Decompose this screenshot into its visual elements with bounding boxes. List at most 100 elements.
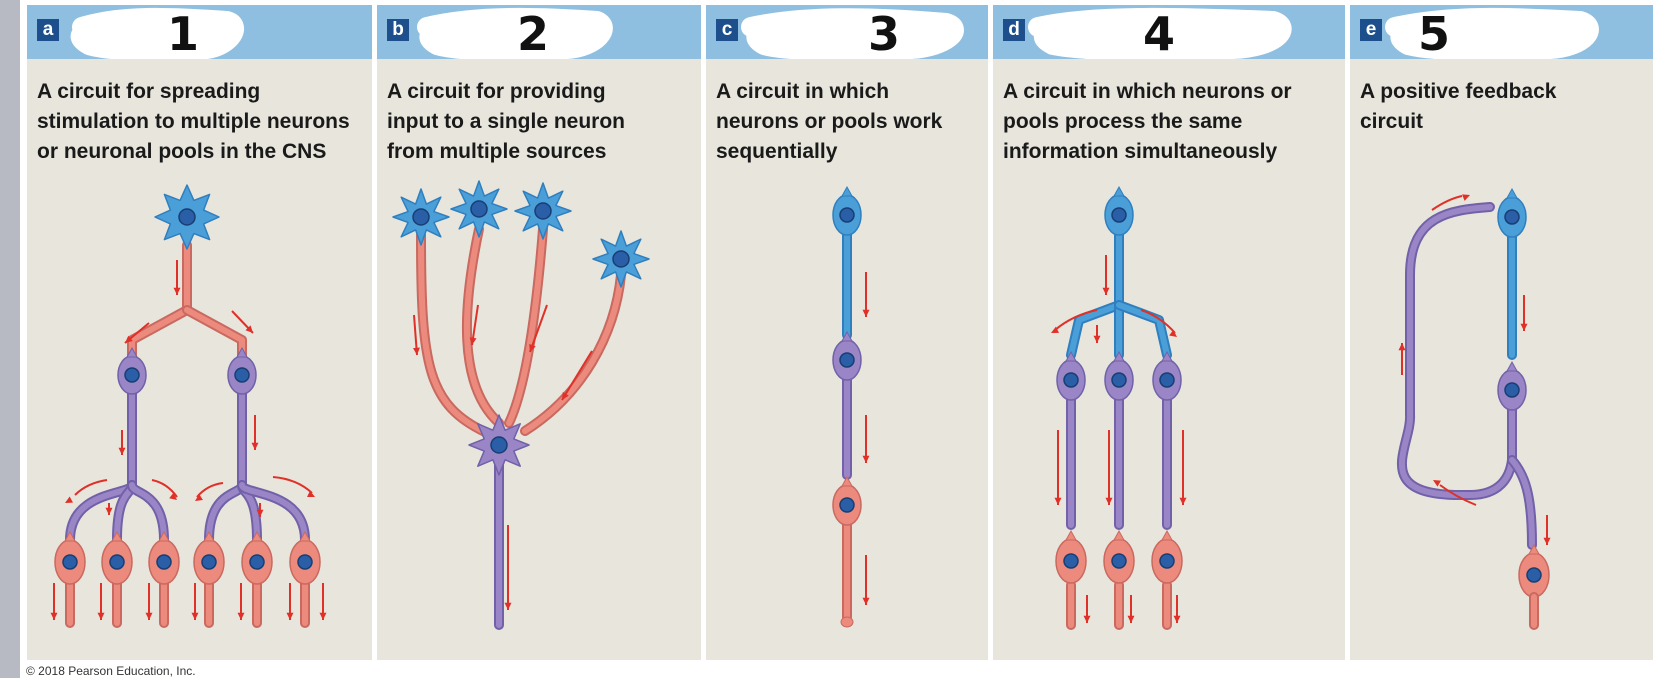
description-line: neurons or pools work xyxy=(716,110,943,133)
arrow-head xyxy=(1083,615,1091,623)
axon xyxy=(184,307,245,363)
arrow-head xyxy=(862,597,870,605)
signal-arrow xyxy=(529,304,548,353)
arrow-head xyxy=(1173,615,1181,623)
signal-arrow xyxy=(145,583,153,620)
arrow-shaft xyxy=(74,479,108,496)
nucleus xyxy=(839,497,855,513)
arrow-head xyxy=(191,612,199,620)
dendrite xyxy=(236,346,248,358)
convergence-circuit-diagram xyxy=(392,180,650,630)
signal-arrow xyxy=(105,503,113,515)
signal-arrow xyxy=(1173,595,1181,623)
nucleus xyxy=(1504,209,1520,225)
arrow-head xyxy=(1093,335,1101,343)
signal-arrow xyxy=(237,583,245,620)
description-line: from multiple sources xyxy=(387,140,607,163)
nucleus xyxy=(1111,207,1127,223)
axon xyxy=(463,226,502,426)
nucleus xyxy=(1504,382,1520,398)
signal-arrow xyxy=(231,310,254,334)
neuron-cell xyxy=(1151,529,1183,584)
redaction-scribble xyxy=(741,8,964,59)
arrow-head xyxy=(118,447,126,455)
arrow-head xyxy=(1105,497,1113,505)
neuron-cell xyxy=(101,530,133,585)
arrow-head xyxy=(97,612,105,620)
dendrite xyxy=(1065,350,1077,362)
panel-description: A circuit in which neurons or pools work… xyxy=(716,77,942,167)
arrow-head xyxy=(195,494,203,501)
description-line: A circuit in which xyxy=(716,80,890,103)
copyright-notice: © 2018 Pearson Education, Inc. xyxy=(26,664,196,678)
description-line: input to a single neuron xyxy=(387,110,625,133)
dendrite xyxy=(841,475,853,487)
dendrite xyxy=(64,530,76,542)
arrow-shaft xyxy=(196,482,224,498)
neuron-cell xyxy=(514,182,572,240)
signal-arrow xyxy=(561,350,593,401)
arrow-head xyxy=(256,509,264,517)
arrow-head xyxy=(1169,329,1177,337)
signal-arrow xyxy=(251,415,259,450)
axon xyxy=(129,242,190,363)
arrow-head xyxy=(245,325,253,333)
panel-b: b 2 A circuit for providing input to a s… xyxy=(377,5,701,660)
signal-arrow xyxy=(862,415,870,463)
nucleus xyxy=(297,554,313,570)
arrow-shaft xyxy=(529,304,548,353)
arrow-head xyxy=(105,507,113,515)
signal-arrow xyxy=(50,583,58,620)
arrow-head xyxy=(504,602,512,610)
parallel-processing-diagram xyxy=(1051,185,1187,630)
panel-c: c 3 A circuit in which neurons or pools … xyxy=(706,5,988,660)
axon xyxy=(1068,232,1122,358)
signal-arrow xyxy=(173,260,181,295)
neuron-cell xyxy=(148,530,180,585)
arrow-shaft xyxy=(272,476,313,494)
signal-arrow xyxy=(1179,430,1187,505)
neuron-cell xyxy=(592,230,650,288)
description-line: stimulation to multiple neurons xyxy=(37,110,350,133)
nucleus xyxy=(156,554,172,570)
nucleus xyxy=(124,367,140,383)
axon xyxy=(506,226,546,426)
serial-processing-diagram xyxy=(832,185,870,628)
nucleus xyxy=(534,202,552,220)
arrow-head xyxy=(307,490,315,498)
nucleus xyxy=(62,554,78,570)
positive-feedback-diagram xyxy=(1397,187,1551,630)
arrow-head xyxy=(1054,497,1062,505)
axon xyxy=(239,482,308,543)
axon xyxy=(418,232,490,436)
description-line: A positive feedback xyxy=(1360,80,1557,103)
nucleus xyxy=(201,554,217,570)
panel-header: a 1 xyxy=(27,5,372,61)
nucleus xyxy=(1111,372,1127,388)
panel-letter: c xyxy=(716,19,738,41)
arrow-head xyxy=(1520,323,1528,331)
arrow-head xyxy=(1127,615,1135,623)
description-line: sequentially xyxy=(716,140,838,163)
neuron-cell xyxy=(832,330,862,381)
signal-arrow xyxy=(118,430,126,455)
panel-d: d 4 A circuit in which neurons or pools … xyxy=(993,5,1345,660)
arrow-head xyxy=(50,612,58,620)
nucleus xyxy=(109,554,125,570)
arrow-shaft xyxy=(1054,309,1098,331)
dendrite xyxy=(251,530,263,542)
redaction-scribble xyxy=(70,7,244,59)
left-border-strip xyxy=(0,0,20,678)
dendrite xyxy=(1506,187,1518,199)
panel-description: A circuit in which neurons or pools proc… xyxy=(1003,77,1292,167)
redaction-scribble xyxy=(1385,7,1599,59)
arrow-head xyxy=(319,612,327,620)
panel-number: 4 xyxy=(1143,7,1176,61)
panel-number: 1 xyxy=(167,7,200,61)
neuron-cell xyxy=(468,414,530,476)
neuron-cell xyxy=(1056,350,1086,401)
neuron-cell xyxy=(1152,350,1182,401)
nucleus xyxy=(1063,553,1079,569)
panel-letter: e xyxy=(1360,19,1382,41)
signal-arrow xyxy=(272,476,315,498)
